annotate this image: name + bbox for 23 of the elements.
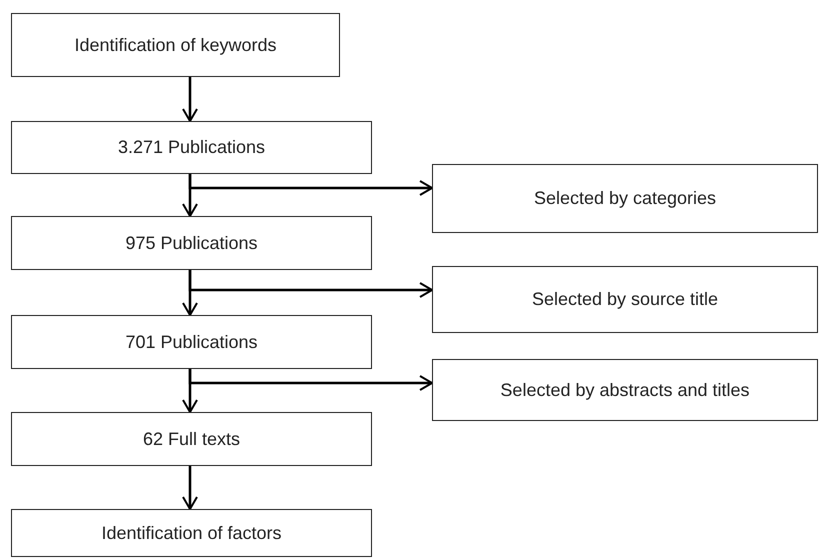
box-text: 3.271 Publications [118,137,266,158]
process-box [11,509,372,557]
process-box [11,315,372,369]
box-text: 975 Publications [125,232,258,254]
box-text: Identification of factors [101,522,282,544]
process-box [11,121,372,174]
arrow [188,369,433,391]
box-text: Selected by categories [534,188,716,209]
process-box [11,412,372,466]
box-text: Selected by abstracts and titles [500,380,750,400]
box-text: 62 Full texts [142,428,240,450]
box-text: Identification of keywords [74,34,277,56]
process-box [11,13,340,77]
arrow [188,270,433,298]
box-text: Selected by source title [532,289,718,310]
box-text: 701 Publications [125,332,258,352]
arrow [188,174,433,196]
process-box [11,216,372,270]
process-box [432,266,818,333]
arrow [182,77,198,122]
process-box [432,164,818,233]
arrow [182,466,198,510]
process-box [432,359,818,421]
